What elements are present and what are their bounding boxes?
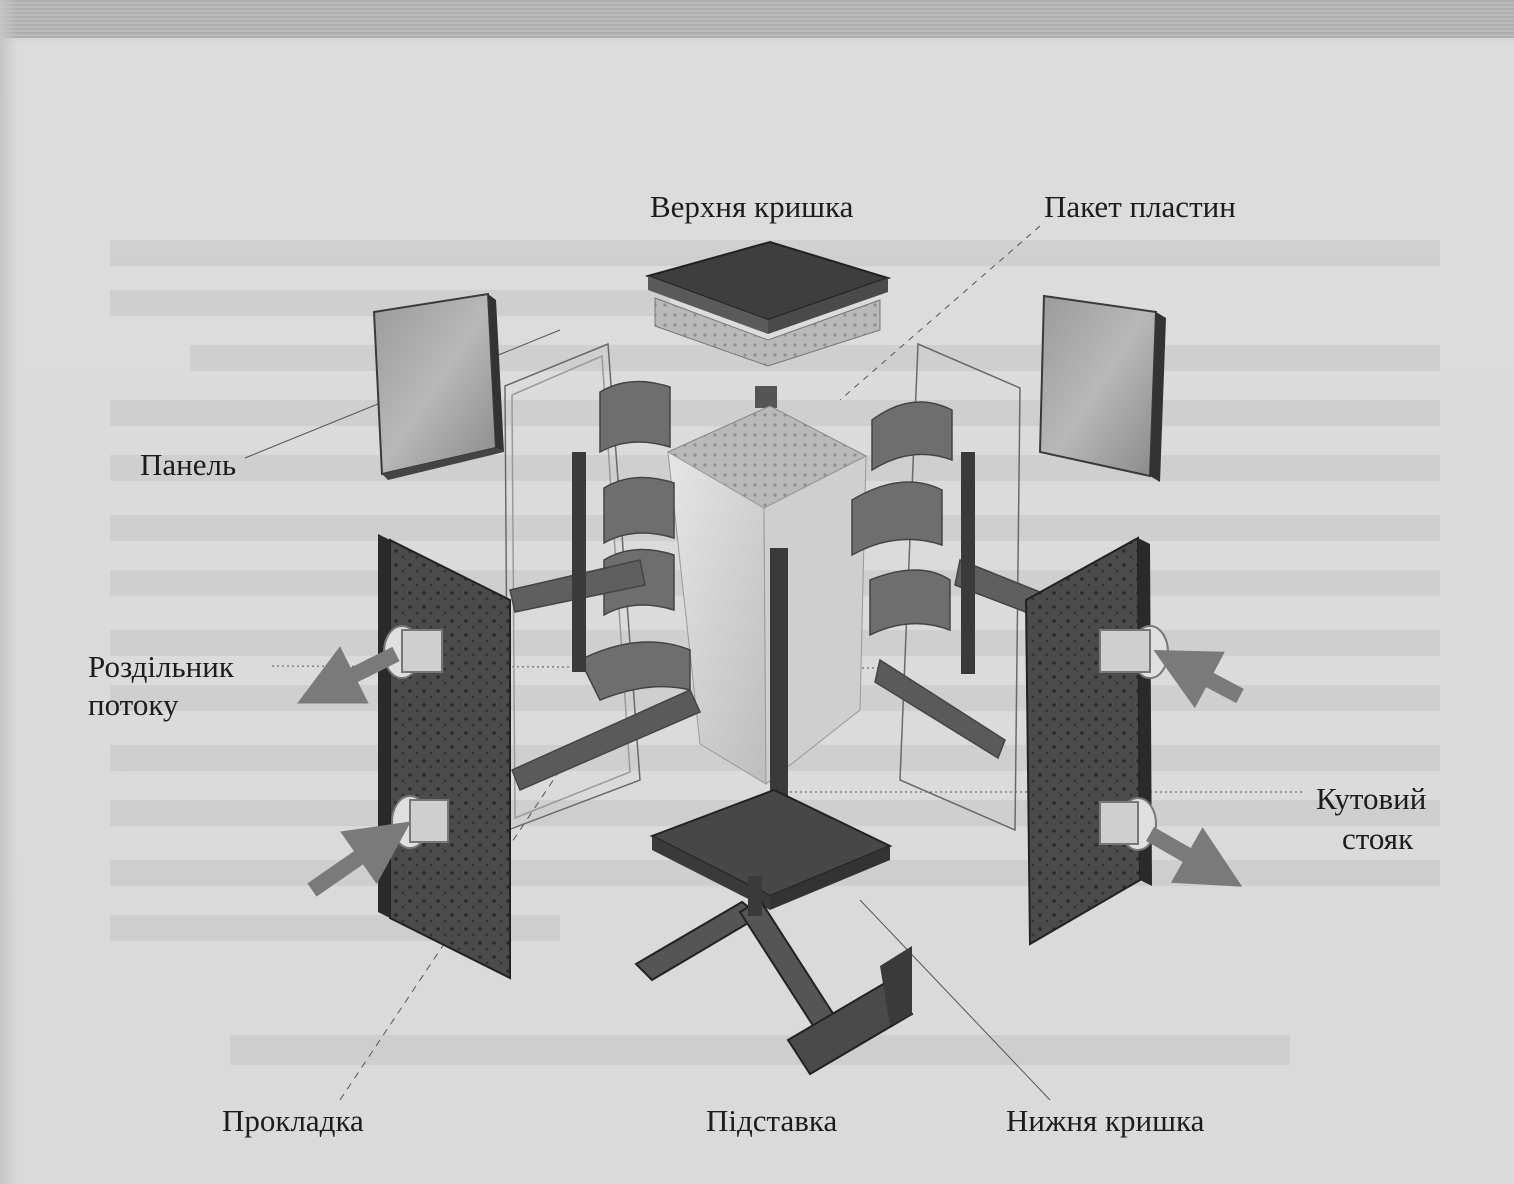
left-front-panel (378, 534, 511, 980)
label-bottom-cover: Нижня кришка (1006, 1103, 1205, 1138)
left-pipes (509, 380, 701, 791)
bottom-cover-part (649, 788, 893, 910)
label-top-cover: Верхня кришка (650, 189, 854, 224)
corner-posts (572, 452, 975, 828)
label-corner-post-line1: Кутовий (1316, 781, 1427, 816)
right-gasket-frame (899, 342, 1021, 832)
top-cover-part (644, 240, 892, 367)
label-flow-divider-line2: потоку (88, 687, 179, 722)
right-pipes (851, 401, 1061, 760)
left-rear-panel (372, 292, 504, 480)
stand-part (634, 876, 914, 1076)
label-panel: Панель (140, 447, 237, 482)
right-rear-panel (1038, 294, 1166, 482)
right-front-panel (1024, 536, 1152, 946)
plate-pack-core (666, 405, 868, 786)
scan-top-band (0, 0, 1514, 38)
label-plate-pack: Пакет пластин (1044, 189, 1236, 224)
label-flow-divider-line1: Роздільник (88, 649, 234, 684)
flow-arrows (297, 646, 1244, 897)
label-stand: Підставка (706, 1103, 838, 1138)
top-nub (755, 386, 777, 408)
label-corner-post-line2: стояк (1342, 821, 1414, 856)
label-gasket: Прокладка (222, 1103, 364, 1138)
scan-left-shadow (0, 0, 18, 1184)
